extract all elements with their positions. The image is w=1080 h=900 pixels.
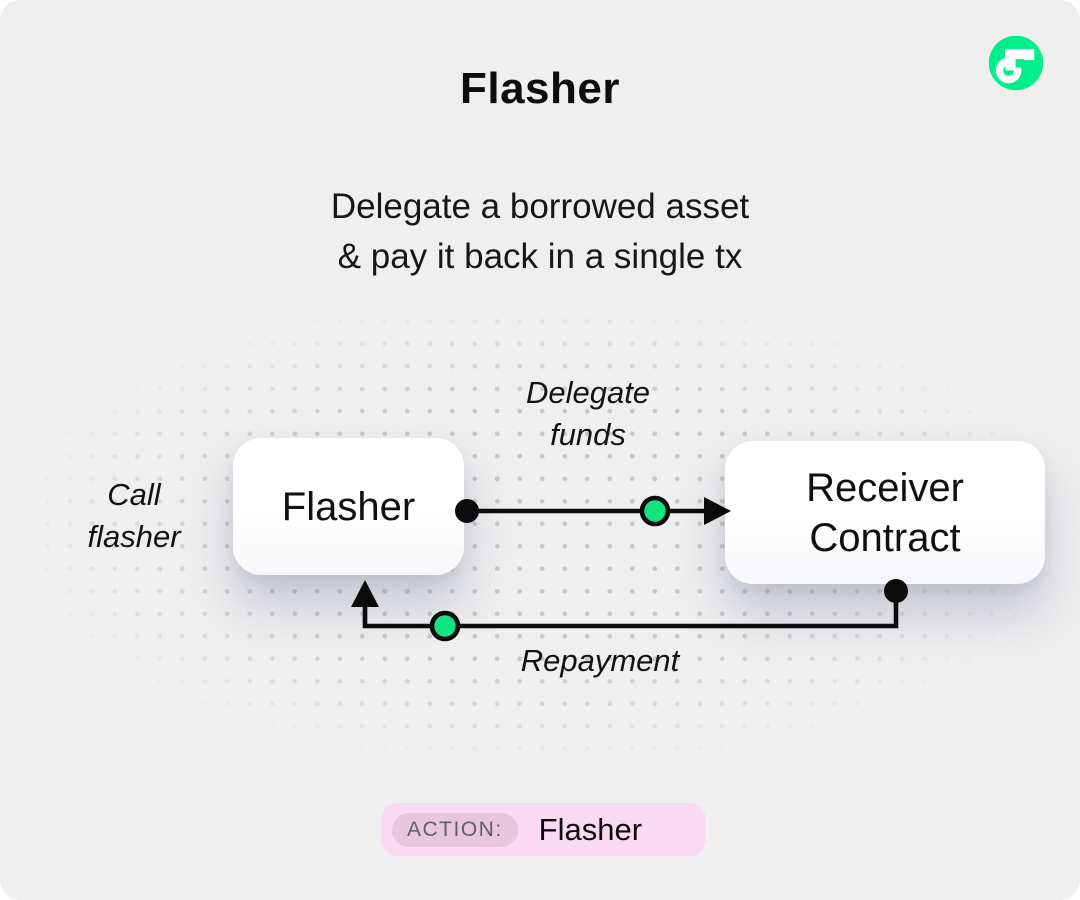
page-title: Flasher bbox=[459, 64, 620, 113]
receiver-contract-node: Receiver Contract bbox=[725, 441, 1045, 584]
flow-logo-icon bbox=[983, 30, 1049, 96]
repayment-label: Repayment bbox=[520, 643, 680, 678]
receiver-node-label: Receiver Contract bbox=[806, 465, 964, 560]
flasher-node: Flasher bbox=[233, 438, 464, 575]
action-badge: ACTION: Flasher bbox=[381, 803, 706, 856]
delegate-funds-label: Delegate funds bbox=[525, 375, 651, 452]
subtitle-line-2: & pay it back in a single tx bbox=[337, 237, 743, 276]
call-flasher-label: Call flasher bbox=[87, 477, 181, 554]
page-subtitle: Delegate a borrowed asset & pay it back … bbox=[0, 182, 1080, 282]
flasher-node-label: Flasher bbox=[281, 484, 416, 529]
action-badge-label: ACTION: bbox=[392, 812, 518, 847]
action-badge-value: Flasher bbox=[538, 811, 643, 847]
subtitle-line-1: Delegate a borrowed asset bbox=[330, 187, 750, 226]
